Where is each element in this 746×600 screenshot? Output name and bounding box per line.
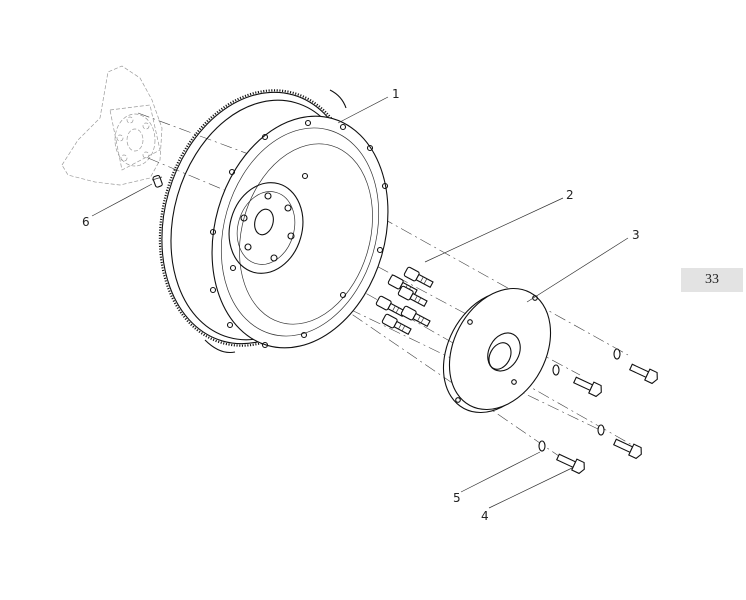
callout-3: 3 xyxy=(632,228,640,242)
callout-4: 4 xyxy=(481,509,489,523)
dowel-pin xyxy=(151,174,163,188)
washers xyxy=(538,348,621,452)
leader-lines xyxy=(91,96,629,509)
crankshaft-flange-ghost xyxy=(61,65,163,186)
callout-5: 5 xyxy=(453,491,461,505)
centre-lines xyxy=(137,112,633,466)
callout-2: 2 xyxy=(566,188,574,202)
drive-plate xyxy=(442,287,552,414)
page-number-tab: 33 xyxy=(681,268,743,292)
callout-1: 1 xyxy=(392,87,400,101)
flywheel xyxy=(158,89,389,354)
cap-screws xyxy=(556,363,658,475)
callout-6: 6 xyxy=(82,215,90,229)
flywheel-bolts xyxy=(375,266,434,336)
